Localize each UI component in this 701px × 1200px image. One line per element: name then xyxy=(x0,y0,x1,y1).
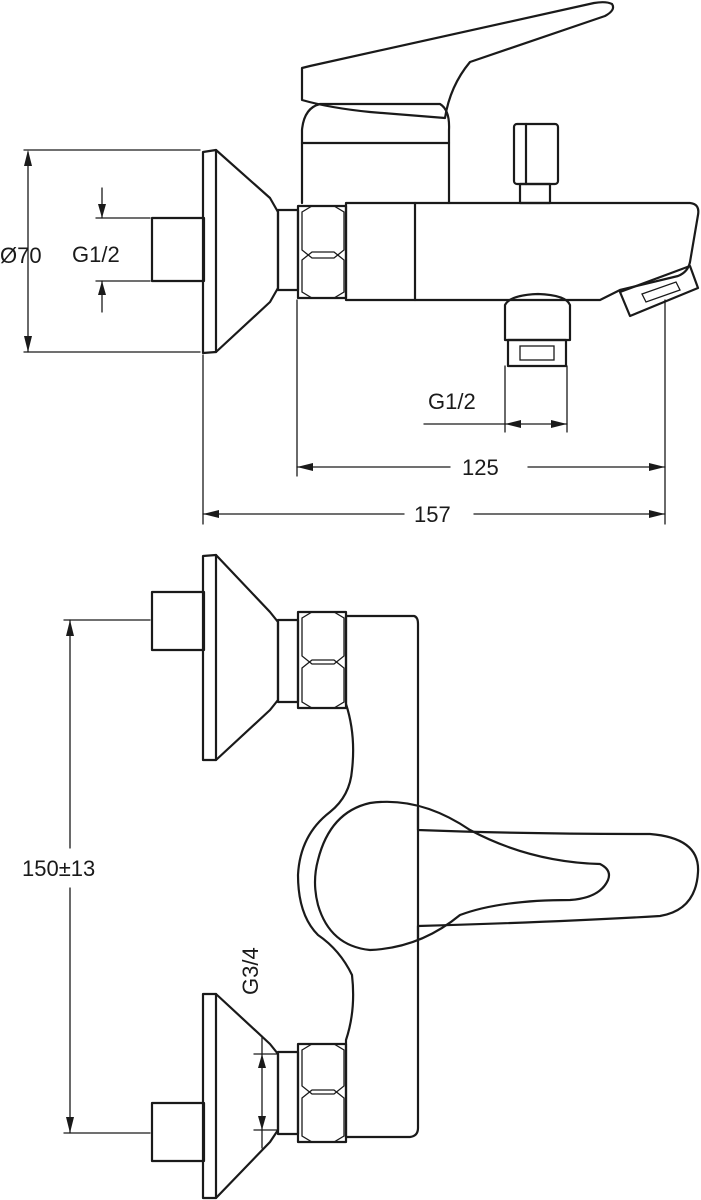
top-upper-inlet-pipe xyxy=(150,590,206,652)
side-aerator xyxy=(618,264,700,318)
side-shower-outlet xyxy=(503,292,572,342)
top-upper-flange xyxy=(201,553,280,762)
side-lever-handle xyxy=(300,1,615,120)
top-lower-flange xyxy=(201,992,280,1200)
dim-diameter-label: Ø70 xyxy=(0,243,42,268)
side-inlet-pipe xyxy=(150,216,206,283)
side-union xyxy=(276,208,300,292)
side-cartridge-housing xyxy=(300,102,451,205)
top-view: 150±13 G3/4 xyxy=(22,553,700,1200)
top-lower-hex-nut xyxy=(296,1042,348,1144)
dim-157-label: 157 xyxy=(414,502,451,527)
top-lever-arm xyxy=(416,806,700,942)
dim-125-label: 125 xyxy=(462,455,499,480)
top-mixer-body xyxy=(296,614,420,1139)
side-view: Ø70 G1/2 G1/2 125 157 xyxy=(0,1,700,527)
side-diverter-knob xyxy=(512,122,560,186)
dim-outlet-thread-label: G1/2 xyxy=(428,389,476,414)
side-mixer-body xyxy=(344,201,700,302)
dim-inlet-thread-label: G1/2 xyxy=(72,242,120,267)
dim-g34-label: G3/4 xyxy=(238,947,263,995)
side-flange xyxy=(201,148,280,355)
top-lever-cap xyxy=(313,800,611,952)
top-lower-inlet-pipe xyxy=(150,1101,206,1163)
dim-center-distance-label: 150±13 xyxy=(22,856,95,881)
